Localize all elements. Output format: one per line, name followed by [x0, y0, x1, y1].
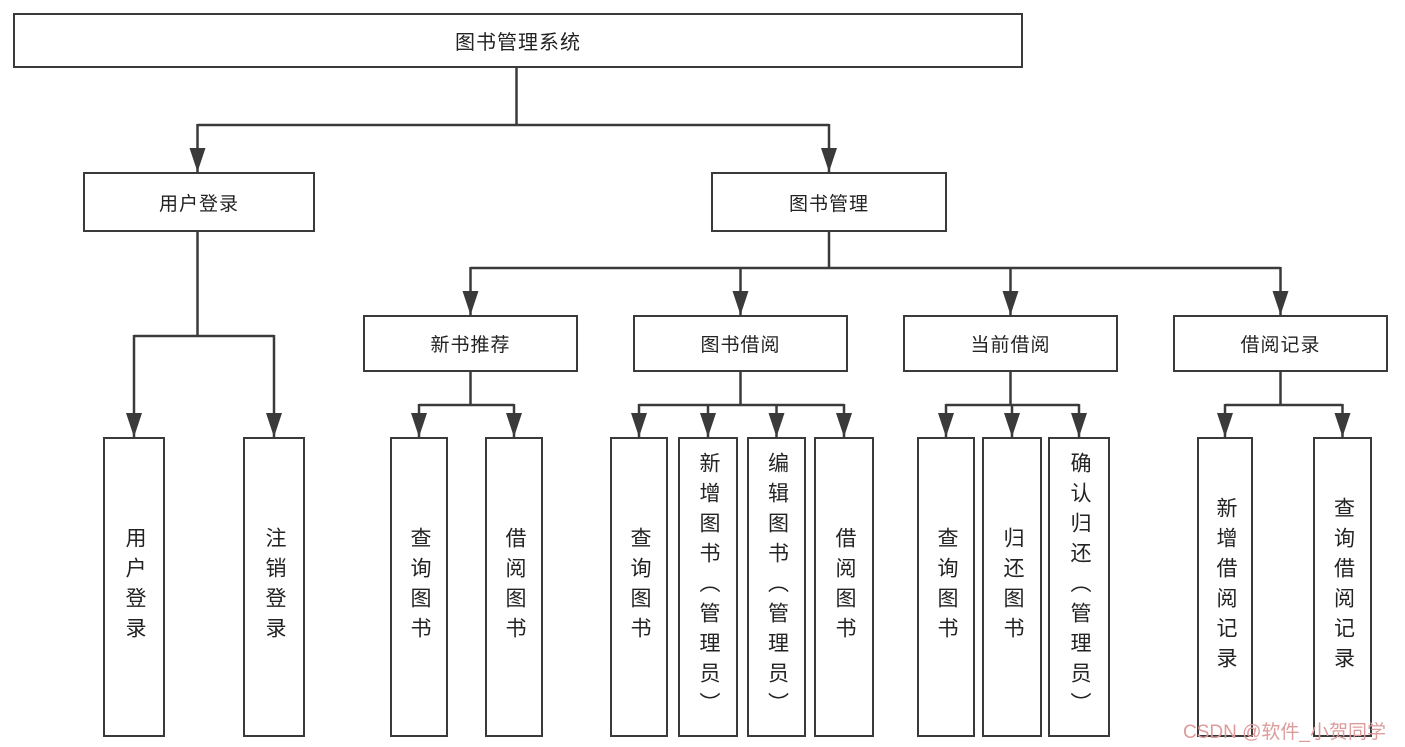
leaf-user-login-label: 用户登录 — [123, 527, 146, 647]
node-book-management: 图书管理 — [711, 172, 947, 232]
leaf-add-borrow-record-label: 新增借阅记录 — [1214, 497, 1237, 677]
leaf-query-borrow-record-label: 查询借阅记录 — [1331, 497, 1355, 677]
leaf-query-books-current: 查询图书 — [917, 437, 975, 737]
leaf-edit-book-admin: 编辑图书（管理员） — [747, 437, 806, 737]
leaf-query-books-borrowing-label: 查询图书 — [628, 527, 651, 647]
leaf-add-book-admin: 新增图书（管理员） — [678, 437, 738, 737]
leaf-return-books: 归还图书 — [982, 437, 1042, 737]
leaf-query-books-recommend: 查询图书 — [390, 437, 448, 737]
node-book-borrowing: 图书借阅 — [633, 315, 848, 372]
leaf-add-borrow-record: 新增借阅记录 — [1197, 437, 1253, 737]
leaf-borrow-books-recommend-label: 借阅图书 — [503, 527, 526, 647]
leaf-add-book-admin-label: 新增图书（管理员） — [697, 452, 720, 722]
leaf-query-books-recommend-label: 查询图书 — [408, 527, 431, 647]
node-new-book-recommend: 新书推荐 — [363, 315, 578, 372]
leaf-query-books-borrowing: 查询图书 — [610, 437, 668, 737]
leaf-logout: 注销登录 — [243, 437, 305, 737]
node-root: 图书管理系统 — [13, 13, 1023, 68]
csdn-watermark: CSDN @软件_小贺同学 — [1183, 722, 1386, 743]
node-current-borrowing: 当前借阅 — [903, 315, 1118, 372]
leaf-return-books-label: 归还图书 — [1001, 527, 1024, 647]
leaf-query-borrow-record: 查询借阅记录 — [1313, 437, 1372, 737]
leaf-confirm-return-admin: 确认归还（管理员） — [1048, 437, 1110, 737]
leaf-borrow-books-borrowing: 借阅图书 — [814, 437, 874, 737]
leaf-edit-book-admin-label: 编辑图书（管理员） — [765, 452, 789, 722]
leaf-borrow-books-recommend: 借阅图书 — [485, 437, 543, 737]
leaf-user-login: 用户登录 — [103, 437, 165, 737]
leaf-borrow-books-borrowing-label: 借阅图书 — [833, 527, 856, 647]
node-borrowing-records: 借阅记录 — [1173, 315, 1388, 372]
leaf-logout-label: 注销登录 — [263, 527, 286, 647]
leaf-confirm-return-admin-label: 确认归还（管理员） — [1068, 452, 1091, 722]
leaf-query-books-current-label: 查询图书 — [935, 527, 958, 647]
node-user-login: 用户登录 — [83, 172, 315, 232]
